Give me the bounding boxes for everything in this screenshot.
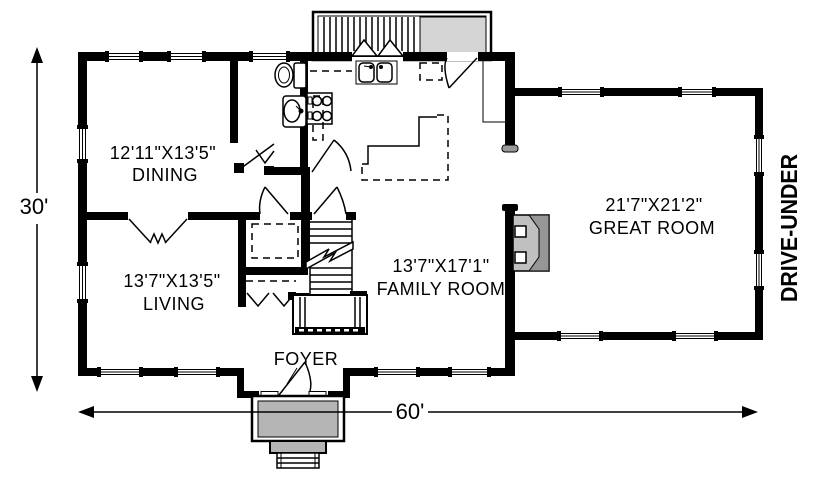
dimension-width (78, 406, 758, 418)
family-size-label: 13'7"X17'1" (392, 256, 489, 276)
closet-dashed (251, 223, 299, 259)
hall-kitchen-door2 (313, 186, 347, 215)
windows (77, 51, 764, 377)
living-name-label: LIVING (143, 294, 205, 314)
foyer-label: FOYER (274, 349, 339, 369)
closet-bifold-doors (246, 292, 296, 308)
kitchen-sink (355, 60, 398, 85)
dining-name-label: DINING (132, 165, 198, 185)
living-size-label: 13'7"X13'5" (123, 271, 220, 291)
foyer-leader-line (286, 367, 298, 385)
depth-dimension-label: 30' (20, 194, 49, 219)
front-porch (250, 394, 346, 469)
front-door (259, 361, 328, 398)
rear-deck (311, 10, 493, 62)
pedestal-sink (282, 95, 307, 128)
dimension-depth (31, 47, 43, 392)
center-hall (246, 214, 368, 335)
dining-size-label: 12'11"X13'5" (110, 143, 216, 163)
stair-break-symbol (305, 240, 354, 271)
great-name-label: GREAT ROOM (589, 218, 715, 238)
kitchen (306, 59, 507, 181)
doors (128, 52, 478, 398)
kitchen-window (350, 38, 405, 62)
family-name-label: FAMILY ROOM (377, 279, 506, 299)
drive-under-label: DRIVE-UNDER (776, 154, 802, 302)
kitchen-island (361, 114, 449, 181)
counter-by-door-dashed (419, 62, 443, 81)
french-doors (128, 218, 188, 245)
width-dimension-label: 60' (396, 399, 425, 424)
kitchen-door (311, 139, 352, 173)
powder-room (274, 62, 307, 128)
fireplace (512, 214, 550, 272)
deck-door (444, 52, 478, 89)
stairs (305, 214, 354, 295)
powder-door (234, 143, 275, 175)
pantry-dashed (312, 95, 324, 141)
breakfast-bar (482, 59, 507, 123)
column-cap-lower (502, 204, 518, 211)
deck-landing (419, 16, 487, 57)
column-cap-upper (501, 144, 519, 153)
lower-stair-landing (292, 294, 368, 335)
hall-dining-door (258, 186, 289, 215)
porch-steps (276, 452, 320, 469)
range (306, 92, 333, 125)
room-labels: 12'11"X13'5" DINING 13'7"X13'5" LIVING 1… (110, 143, 715, 385)
toilet (274, 62, 307, 89)
great-size-label: 21'7"X21'2" (605, 195, 702, 215)
